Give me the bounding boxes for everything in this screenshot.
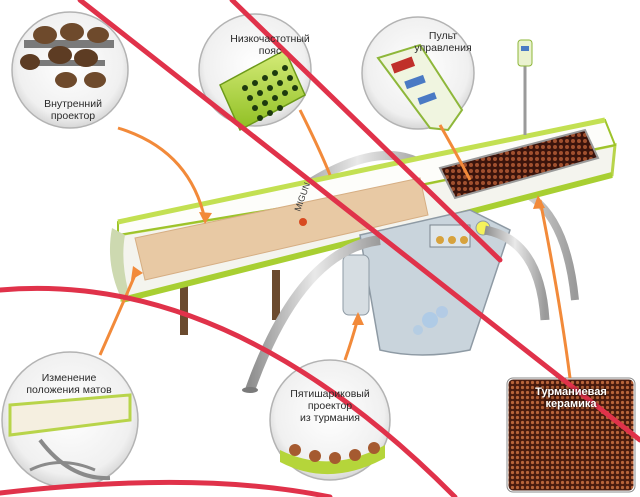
label-inner-projector: Внутренний проектор <box>44 98 102 122</box>
projector-ball <box>289 444 301 456</box>
label-remote: Пульт управления <box>414 30 472 54</box>
belt-holes <box>242 65 298 121</box>
remote-small-screen <box>521 46 529 51</box>
mat-closeup-frame <box>29 461 96 472</box>
five-ball-inset <box>269 359 391 481</box>
bed-leg <box>272 270 280 320</box>
projector-base <box>280 445 385 475</box>
side-holder <box>342 254 370 316</box>
massage-bed: MIGUN <box>109 39 617 393</box>
arrow-inner-projector <box>117 126 207 221</box>
bed-leg <box>180 280 188 335</box>
panel-knob <box>448 236 456 244</box>
front-leg <box>245 235 381 392</box>
arrow-heads <box>131 195 545 325</box>
label-low-freq-belt: Низкочастотный пояс <box>230 33 310 57</box>
low-freq-belt-inset <box>198 13 312 132</box>
brand-logo-icon <box>299 218 307 226</box>
red-strike-line <box>229 0 503 263</box>
bed-green-trim-top <box>117 117 606 225</box>
arrow-mat <box>98 274 137 356</box>
flower-decor <box>436 306 448 318</box>
projector-ball <box>349 449 361 461</box>
red-strike-line <box>0 479 333 497</box>
remote-display <box>390 56 416 74</box>
red-strike-line <box>77 0 640 443</box>
projector-ball <box>368 442 380 454</box>
red-strike-line <box>0 285 458 497</box>
mat-closeup-frame <box>38 438 111 481</box>
remote-buttons <box>404 74 426 90</box>
foot <box>242 387 258 393</box>
panel-knob <box>460 236 468 244</box>
inner-projector-inset <box>11 11 129 129</box>
flower-decor <box>413 325 423 335</box>
arrow-belt <box>298 109 332 176</box>
arrow-ceramic <box>538 199 572 379</box>
panel-knob <box>436 236 444 244</box>
ceramic-pad <box>438 128 600 200</box>
mat-position-inset <box>1 351 139 489</box>
bed-end-cap <box>109 228 130 300</box>
beige-mat <box>134 177 429 281</box>
control-box <box>359 209 511 356</box>
rear-leg <box>484 225 550 321</box>
roller-assembly <box>20 23 114 88</box>
pointer-arrows <box>98 109 572 379</box>
remote-buttons <box>417 92 437 105</box>
flower-decor <box>422 312 438 328</box>
mat-closeup <box>8 393 132 437</box>
projector-ball <box>329 452 341 464</box>
label-mat-position: Изменение положения матов <box>26 372 112 396</box>
label-tourmaline: Турманиевая керамика <box>535 386 607 410</box>
remote-small <box>517 39 533 67</box>
label-five-ball: Пятишариковый проектор из турмания <box>290 388 370 424</box>
arrow-remote <box>438 124 472 181</box>
remote-inset <box>361 16 475 132</box>
projector-ball <box>309 450 321 462</box>
